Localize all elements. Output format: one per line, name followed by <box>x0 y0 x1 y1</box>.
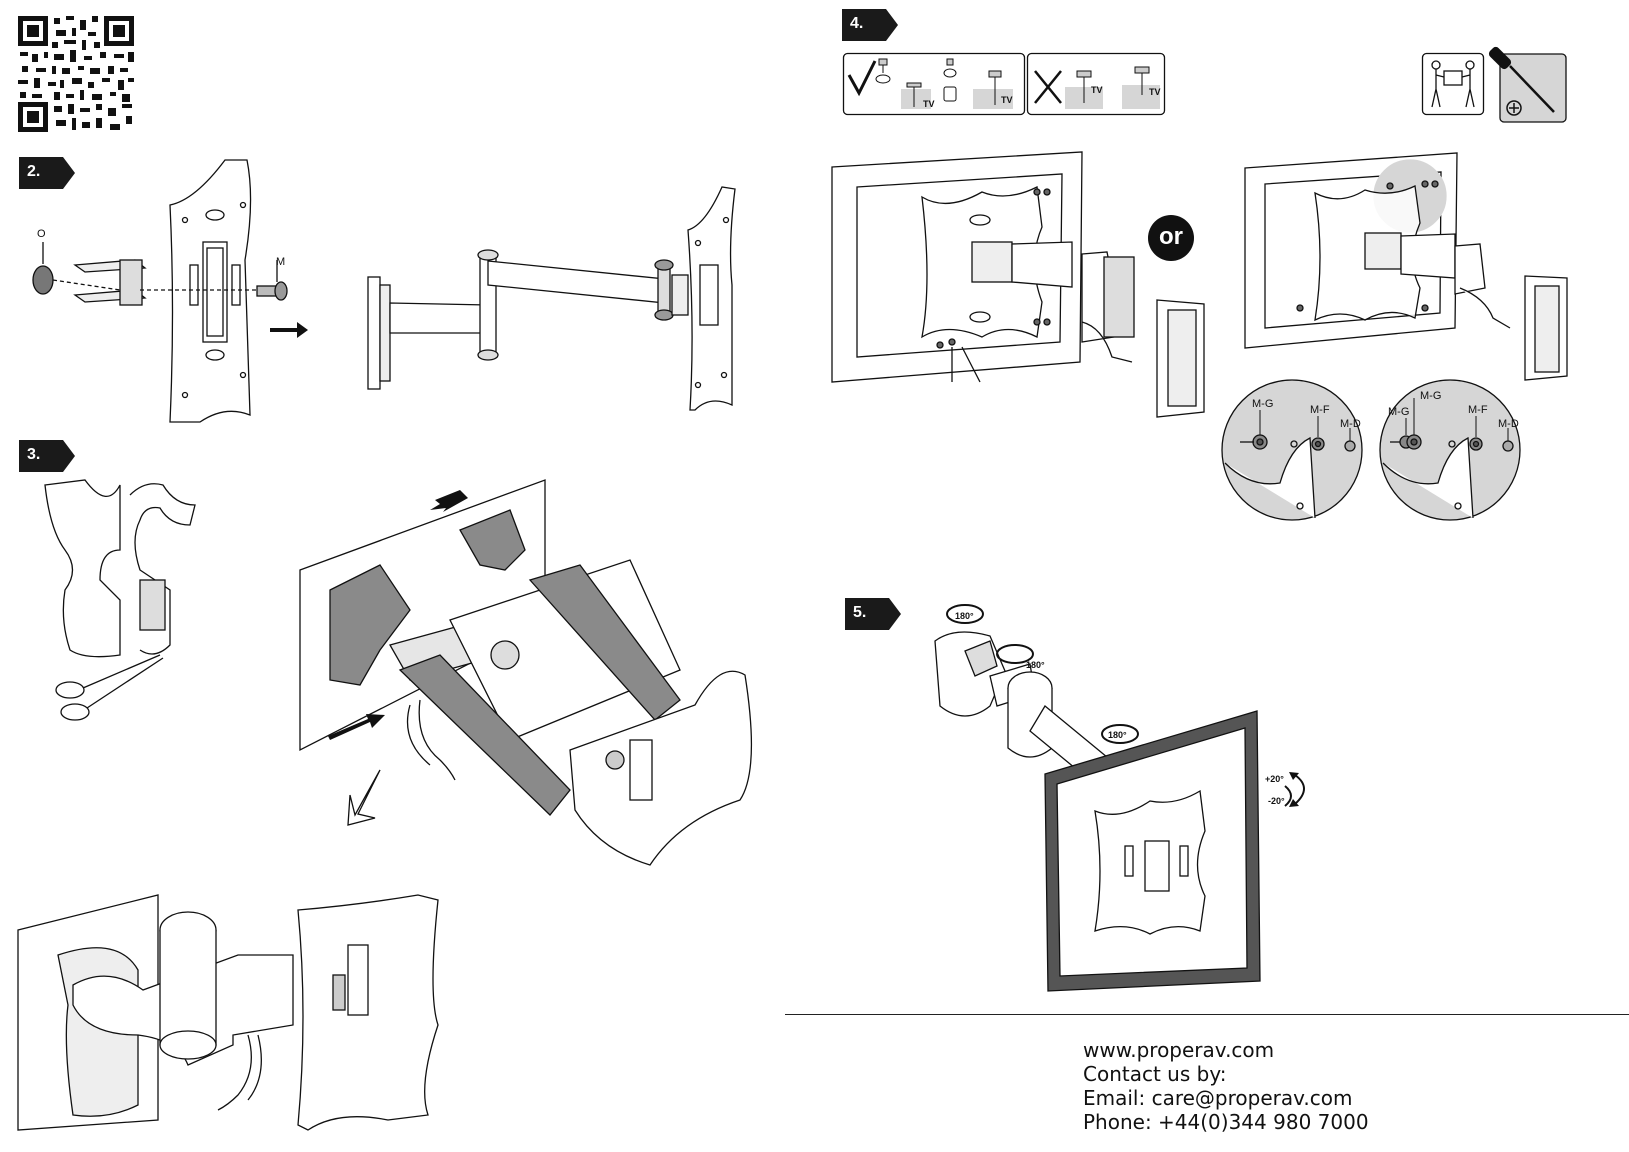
phillips-screwdriver-icon <box>1488 46 1568 124</box>
arrow-icon <box>347 769 381 826</box>
qr-code-icon <box>18 16 134 132</box>
phone-line[interactable]: Phone: +44(0)344 980 7000 <box>1083 1110 1369 1134</box>
tv-label: TV <box>923 99 935 109</box>
step-3-assembled-view-diagram <box>17 894 458 1131</box>
part-md-label: M-D <box>1340 418 1361 430</box>
part-mg-label: M-G <box>1252 398 1274 410</box>
step-2-exploded-diagram <box>25 159 325 435</box>
step-3-label: 3. <box>27 446 41 463</box>
contact-block: www.properav.com Contact us by: Email: c… <box>1083 1038 1369 1134</box>
tv-label: TV <box>1091 85 1103 95</box>
rotation-180-label: 180° <box>1026 660 1045 670</box>
detail-circle-left: M-G M-F M-D <box>1220 378 1365 523</box>
step-4-mount-on-tv-diagram-b <box>1244 148 1575 388</box>
step-3-cable-routing-diagram <box>299 470 760 910</box>
step-5-label: 5. <box>853 604 867 621</box>
step-2-badge: 2. <box>19 157 75 189</box>
footer-divider <box>785 1014 1629 1015</box>
step-3-cover-cutting-diagram <box>44 479 205 730</box>
step-5-adjustment-diagram <box>934 596 1292 996</box>
part-mg-label: M-G <box>1388 406 1410 418</box>
arrow-icon <box>270 322 308 338</box>
part-mf-label: M-F <box>1310 404 1330 416</box>
email-line[interactable]: Email: care@properav.com <box>1083 1086 1353 1110</box>
detail-circle-right: M-G M-G M-F M-D <box>1378 378 1523 523</box>
step-2-assembled-arm-diagram <box>360 185 750 411</box>
arrow-icon <box>430 490 468 512</box>
tilt-arrow-icon <box>1285 770 1315 810</box>
screw-incorrect-panel: TV TV <box>1026 52 1166 116</box>
step-5-badge: 5. <box>845 598 901 630</box>
part-o-label: O <box>37 228 46 240</box>
website-link[interactable]: www.properav.com <box>1083 1038 1275 1062</box>
two-person-lift-icon <box>1421 52 1485 116</box>
rotate-icon <box>946 604 1292 807</box>
part-mf-label: M-F <box>1468 404 1488 416</box>
rotation-180-label: 180° <box>1108 730 1127 740</box>
tv-label: TV <box>1001 95 1013 105</box>
step-2-label: 2. <box>27 163 41 180</box>
cross-icon <box>1034 70 1062 104</box>
contact-intro: Contact us by: <box>1083 1062 1227 1086</box>
checkmark-icon <box>847 60 877 97</box>
step-4-badge: 4. <box>842 9 898 41</box>
part-m-label: M <box>276 256 286 268</box>
tilt-down-label: -20° <box>1268 796 1285 806</box>
rotation-180-label: 180° <box>955 611 974 621</box>
step-4-mount-on-tv-diagram-a <box>831 151 1212 427</box>
step-4-label: 4. <box>850 15 864 32</box>
part-md-label: M-D <box>1498 418 1519 430</box>
or-badge: or <box>1148 215 1194 261</box>
screw-correct-panel: TV TV <box>842 52 1026 116</box>
tv-label: TV <box>1149 87 1161 97</box>
part-mg-label: M-G <box>1420 390 1442 402</box>
tilt-up-label: +20° <box>1265 774 1284 784</box>
arrow-icon <box>328 714 385 740</box>
step-3-badge: 3. <box>19 440 75 472</box>
